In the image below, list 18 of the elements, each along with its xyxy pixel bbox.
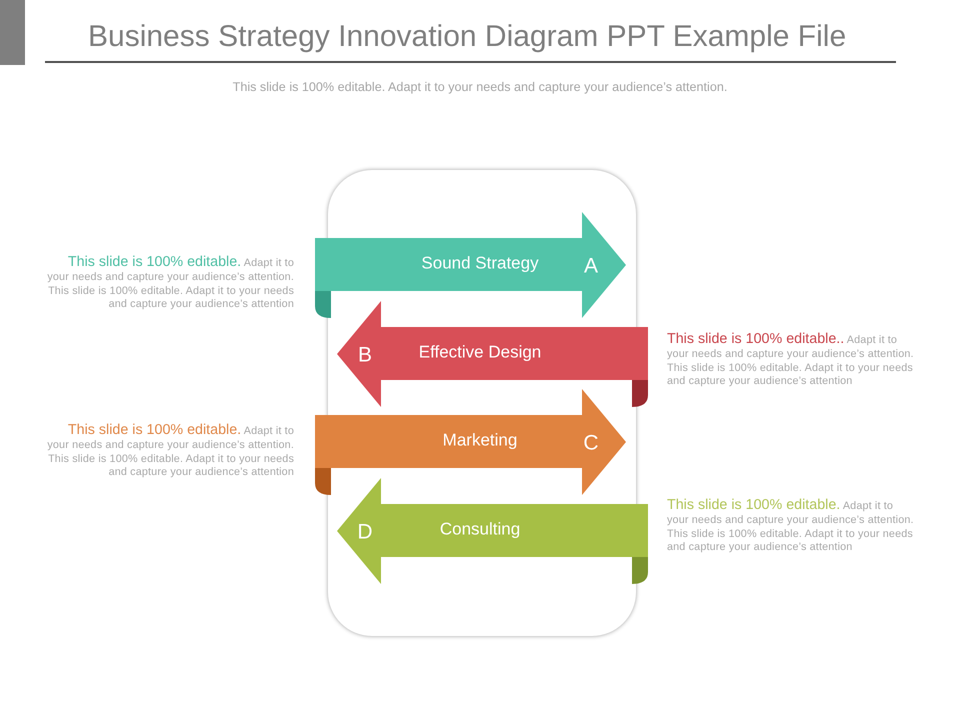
description-text: This slide is 100% editable. Adapt it to your needs and capture your audience’s attention. This slide is 100% editable. Adapt it to your needs and capture your audience’s attention <box>46 424 294 480</box>
letter-label: A <box>584 256 598 276</box>
letter-label: C <box>583 432 599 454</box>
arrow-shape <box>315 389 626 495</box>
arrow-label: Marketing <box>442 432 518 448</box>
description-text: This slide is 100% editable. Adapt it to your needs and capture your audience’s attention. This slide is 100% editable. Adapt it to your needs and capture your audience’s attention <box>667 499 915 556</box>
arrow-shape <box>315 212 626 318</box>
letter-label: D <box>357 522 373 542</box>
arrow-shape <box>337 301 648 407</box>
subtitle-text: This slide is 100% editable. Adapt it to your needs and capture your audience’s attention. <box>232 80 728 95</box>
arrow-label: Consulting <box>440 520 520 538</box>
slide-title: Business Strategy Innovation Diagram PPT Example File <box>88 20 846 54</box>
description-text: This slide is 100% editable. Adapt it to your needs and capture your audience’s attention. This slide is 100% editable. Adapt it to your needs and capture your audience’s attention <box>46 256 294 312</box>
arrow-label: Sound Strategy <box>421 254 539 272</box>
letter-label: B <box>358 344 372 366</box>
arrow-label: Effective Design <box>418 344 542 360</box>
arrow-shape <box>337 478 648 584</box>
description-text: This slide is 100% editable.. Adapt it to your needs and capture your audience’s attention. This slide is 100% editable. Adapt it to your needs and capture your audience’s attention <box>667 333 915 390</box>
